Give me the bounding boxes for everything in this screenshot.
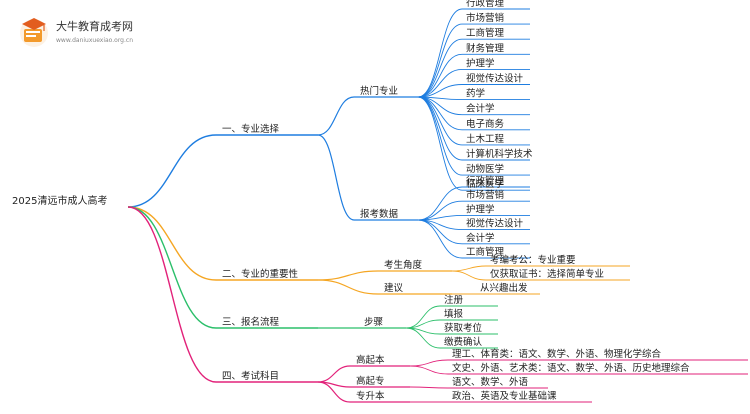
leaf-item: 护理学 <box>466 203 495 215</box>
leaf-item: 注册 <box>444 294 464 306</box>
connector-topic-to-leaf <box>405 327 441 349</box>
logo-title: 大牛教育成考网 <box>56 19 133 33</box>
leaf-item: 政治、英语及专业基础课 <box>452 390 557 402</box>
leaf-item: 市场营销 <box>466 189 505 201</box>
connector-topic-to-leaf <box>451 265 487 272</box>
connector-topic-to-leaf <box>417 96 463 131</box>
leaf-item: 会计学 <box>466 232 495 244</box>
topic-4-2: 高起专 <box>356 375 385 387</box>
connector-topic-to-leaf <box>417 8 463 98</box>
connector-branch-to-topic <box>317 134 355 221</box>
leaf-item: 缴费确认 <box>444 336 483 348</box>
leaf-item: 从兴趣出发 <box>480 282 528 294</box>
connector-topic-to-leaf <box>417 96 463 146</box>
leaf-item: 工商管理 <box>466 246 505 258</box>
nodes: 2025清远市成人高考 一、专业选择热门专业行政管理市场营销工商管理财务管理护理… <box>12 0 690 402</box>
connector-branch-to-topic <box>317 381 351 403</box>
leaf-item: 视觉传达设计 <box>466 73 524 85</box>
leaf-item: 电子商务 <box>466 118 505 130</box>
branch-1-title: 一、专业选择 <box>222 123 280 135</box>
connectors <box>127 8 748 403</box>
leaf-item: 计算机科学技术 <box>466 148 533 160</box>
leaf-item: 药学 <box>466 88 485 100</box>
topic-1-1: 热门专业 <box>360 85 398 97</box>
connector-branch-to-topic <box>317 96 355 136</box>
leaf-item: 理工、体育类：语文、数学、外语、物理化学综合 <box>452 348 662 360</box>
connector-topic-to-leaf <box>417 96 463 176</box>
connector-branch-to-topic <box>317 279 379 295</box>
connector-topic-to-leaf <box>417 219 463 259</box>
root-title: 2025清远市成人高考 <box>12 194 107 207</box>
leaf-item: 工商管理 <box>466 27 505 39</box>
topic-4-1: 高起本 <box>356 354 385 366</box>
connector-topic-to-leaf <box>417 68 463 98</box>
connector-topic-to-leaf <box>417 23 463 98</box>
connector-topic-to-leaf <box>409 386 449 389</box>
branch-3-title: 三、报名流程 <box>222 316 280 328</box>
leaf-item: 行政管理 <box>466 0 505 9</box>
leaf-item: 临床医学 <box>466 178 504 190</box>
connector-topic-to-leaf <box>417 186 463 221</box>
leaf-item: 财务管理 <box>466 42 505 54</box>
logo: 大牛教育成考网 www.daniuxuexiao.org.cn <box>20 18 133 47</box>
topic-1-2: 报考数据 <box>360 208 399 220</box>
graduation-book-icon <box>20 18 48 47</box>
branch-2-title: 二、专业的重要性 <box>222 268 299 280</box>
connector-topic-to-leaf <box>409 359 449 367</box>
connector-root-to-branch <box>127 134 217 208</box>
topic-4-3: 专升本 <box>356 390 385 402</box>
branch-4-title: 四、考试科目 <box>222 370 279 382</box>
leaf-item: 文史、外语、艺术类：语文、数学、外语、历史地理综合 <box>452 362 690 374</box>
connector-topic-to-leaf <box>405 305 441 329</box>
leaf-item: 仅获取证书：选择简单专业 <box>490 268 604 280</box>
connector-topic-to-leaf <box>417 96 463 191</box>
connector-topic-to-leaf <box>417 38 463 98</box>
connector-branch-to-topic <box>317 270 379 281</box>
connector-root-to-branch <box>127 206 217 383</box>
leaf-item: 填报 <box>444 308 464 320</box>
connector-topic-to-leaf <box>417 219 463 245</box>
connector-root-to-branch <box>127 206 217 281</box>
topic-2-1: 考生角度 <box>384 259 423 271</box>
topic-2-2: 建议 <box>384 282 404 294</box>
connector-topic-to-leaf <box>451 270 487 281</box>
connector-branch-to-topic <box>317 365 351 383</box>
leaf-item: 考编考公：专业重要 <box>490 254 576 266</box>
logo-url: www.daniuxuexiao.org.cn <box>56 37 133 44</box>
leaf-item: 行政管理 <box>466 175 505 187</box>
leaf-item: 视觉传达设计 <box>466 218 524 230</box>
leaf-item: 市场营销 <box>466 12 505 24</box>
leaf-item: 土木工程 <box>466 133 505 145</box>
connector-root-to-branch <box>127 206 217 329</box>
leaf-item: 护理学 <box>466 57 495 69</box>
topic-3-1: 步骤 <box>364 317 383 328</box>
leaf-item: 语文、数学、外语 <box>452 376 529 388</box>
leaf-item: 会计学 <box>466 103 495 115</box>
leaf-item: 动物医学 <box>466 163 504 175</box>
leaf-item: 获取考位 <box>444 322 483 334</box>
connector-topic-to-leaf <box>409 365 449 375</box>
